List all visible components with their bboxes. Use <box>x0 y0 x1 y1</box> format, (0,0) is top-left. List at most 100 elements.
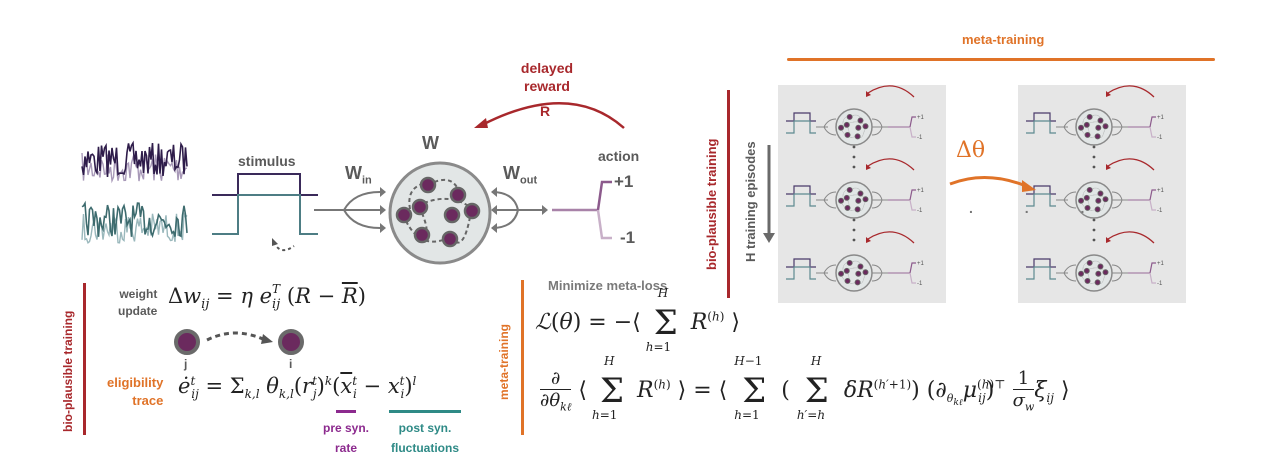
mini-reward-arrowhead <box>866 91 871 97</box>
network-neuron-4 <box>463 202 481 220</box>
mini-network-connection-4 <box>1087 272 1090 281</box>
mini-reward-arrow <box>1107 158 1155 171</box>
mini-network-neuron-4 <box>862 123 869 130</box>
network-neuron-1 <box>449 186 467 204</box>
mini-action-plus <box>1149 262 1156 274</box>
mini-reward-arrow <box>1107 231 1155 244</box>
mini-plus-one: +1 <box>1157 188 1165 194</box>
mini-network-neuron-1 <box>857 263 864 270</box>
meta-training-bar <box>521 280 524 435</box>
action-minus-one: -1 <box>620 228 636 247</box>
mini-action-plus <box>909 189 916 201</box>
meta-update-arrow <box>949 175 1036 192</box>
mini-vertical-ellipsis-dot <box>1092 155 1096 159</box>
mini-stimulus-bottom <box>1026 266 1056 280</box>
mini-stimulus-top <box>1026 185 1056 195</box>
mini-plus-one: +1 <box>917 188 925 194</box>
mini-plus-one: +1 <box>1157 115 1165 121</box>
mini-vertical-ellipsis-dot <box>1092 238 1096 242</box>
mini-input-projection <box>816 118 837 136</box>
mini-network-neuron-1 <box>857 190 864 197</box>
network-neuron-7 <box>441 230 459 248</box>
mini-action-plus <box>1149 116 1156 128</box>
mini-network-connection-2 <box>848 267 865 271</box>
network-connection-3 <box>405 220 447 243</box>
mini-network-neuron-2 <box>1083 267 1090 274</box>
mini-plus-one: +1 <box>1157 261 1165 267</box>
noise-trace-teal <box>81 200 188 239</box>
mini-action-minus <box>1149 126 1156 138</box>
network-neuron-5 <box>395 206 413 224</box>
mini-network-connection-2 <box>1088 121 1105 125</box>
mini-vertical-ellipsis-dot <box>852 218 856 222</box>
mini-reward-arrowhead <box>866 164 871 170</box>
mini-minus-one: -1 <box>917 208 923 214</box>
meta-training-side-label: meta-training <box>497 323 511 400</box>
mini-network-neuron-4 <box>862 196 869 203</box>
eligibility-equation: ėtij = Σk,l θk,l(rtj)k(xti − xti)l <box>178 374 417 402</box>
mini-network-connection-4 <box>1087 199 1090 208</box>
overview-bio-plausible-bar <box>727 90 730 298</box>
bio-plausible-side-label: bio-plausible training <box>61 310 75 432</box>
mini-network-connection-2 <box>848 194 865 198</box>
mini-network-neuron-1 <box>1097 190 1104 197</box>
mini-reward-arrowhead <box>866 237 871 243</box>
output-projection <box>491 187 548 233</box>
mini-output-projection <box>871 264 888 282</box>
mini-reward-arrow <box>1107 85 1155 98</box>
mini-network-neuron-0 <box>846 259 853 266</box>
mini-reward-arrowhead <box>1106 237 1111 243</box>
mini-minus-one: -1 <box>1157 208 1163 214</box>
mini-stimulus-bottom <box>1026 193 1056 207</box>
eligibility-trace-label: eligibility trace <box>107 375 164 408</box>
post-syn-underline <box>389 410 461 413</box>
mini-network-neuron-2 <box>843 194 850 201</box>
mini-network-neuron-6 <box>1084 204 1091 211</box>
pre-syn-rate-label: pre syn. rate <box>322 421 370 455</box>
mini-network-neuron-5 <box>1078 270 1085 277</box>
mini-input-projection <box>816 264 837 282</box>
neuron-i-label: i <box>289 357 293 371</box>
mini-stimulus-top <box>1026 258 1056 268</box>
episode-panel-before: +1-1+1-1+1-1 <box>778 85 946 303</box>
mini-stimulus-bottom <box>1026 120 1056 134</box>
mini-network-neuron-4 <box>862 269 869 276</box>
mini-network-neuron-2 <box>1083 194 1090 201</box>
mini-network-neuron-3 <box>855 270 862 277</box>
mini-network-neuron-2 <box>843 121 850 128</box>
network-neuron-0 <box>419 176 437 194</box>
mini-reward-arrow <box>867 158 915 171</box>
action-branch <box>552 180 612 240</box>
mini-input-projection <box>1056 191 1077 209</box>
reward-arrow <box>474 102 625 129</box>
post-syn-fluctuations-label: post syn. fluctuations <box>391 421 459 455</box>
mini-input-projection <box>1056 264 1077 282</box>
recurrent-network <box>388 161 492 265</box>
w-label: W <box>422 133 439 153</box>
mini-network-neuron-7 <box>854 133 861 140</box>
mini-vertical-ellipsis-dot <box>852 238 856 242</box>
mini-reward-arrowhead <box>1106 91 1111 97</box>
mini-minus-one: -1 <box>917 281 923 287</box>
mini-network-neuron-0 <box>1086 259 1093 266</box>
overview-meta-training-bar <box>787 58 1215 61</box>
weight-update-label: weight update <box>118 287 158 318</box>
action-plus-one: +1 <box>614 172 634 191</box>
mini-stimulus-bottom <box>786 120 816 134</box>
mini-plus-one: +1 <box>917 115 925 121</box>
stimulus-label: stimulus <box>238 153 296 169</box>
mini-action-minus <box>909 199 916 211</box>
mini-input-projection <box>816 191 837 209</box>
mini-network-neuron-5 <box>838 197 845 204</box>
mini-action-plus <box>1149 189 1156 201</box>
network-connection-5 <box>453 216 471 244</box>
mini-action-minus <box>909 126 916 138</box>
mini-output-projection <box>1111 264 1128 282</box>
mini-network-neuron-3 <box>855 124 862 131</box>
mini-output-projection <box>1111 118 1128 136</box>
mini-network-connection-4 <box>1087 126 1090 135</box>
mini-network-neuron-6 <box>844 204 851 211</box>
mini-network-connection-2 <box>848 121 865 125</box>
mini-network-connection-4 <box>847 199 850 208</box>
pre-syn-underline <box>336 410 356 413</box>
